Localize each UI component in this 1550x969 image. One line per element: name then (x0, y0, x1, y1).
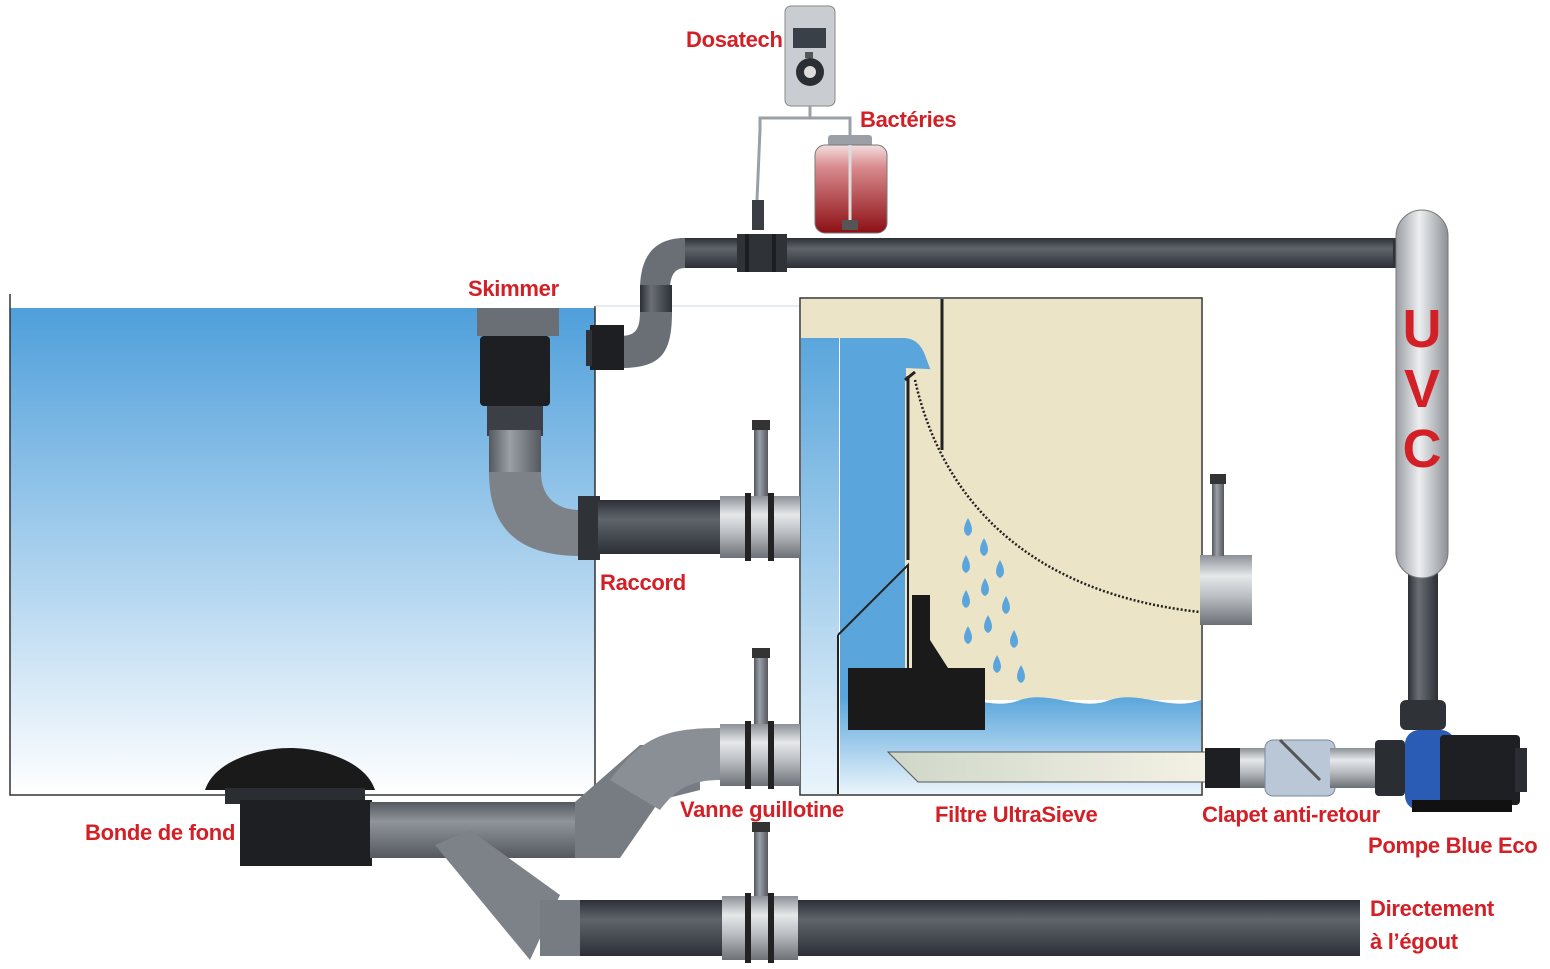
label-pompe-blue-eco: Pompe Blue Eco (1368, 833, 1538, 858)
bacteria-container (814, 135, 888, 234)
pump-blue-eco (1405, 730, 1527, 812)
skimmer-outlet (586, 325, 624, 370)
skimmer (477, 308, 580, 556)
label-filtre-ultrasieve: Filtre UltraSieve (935, 802, 1098, 827)
return-pipe-top (620, 234, 1415, 368)
label-bacteries: Bactéries (860, 107, 957, 132)
label-bonde-de-fond: Bonde de fond (85, 820, 236, 845)
skimmer-pipe (578, 420, 800, 561)
label-a-legout: à l’égout (1370, 929, 1458, 954)
label-skimmer: Skimmer (468, 276, 559, 301)
uvc-letter-u: U (1402, 299, 1442, 359)
uvc-unit (1395, 209, 1449, 730)
filter-waste-valve (1200, 474, 1252, 625)
bottom-drain (205, 748, 375, 866)
pump-line (1205, 738, 1405, 797)
label-directement: Directement (1370, 896, 1494, 921)
dosatech-device (752, 5, 852, 230)
water-droplets (962, 518, 1025, 683)
label-dosatech: Dosatech (686, 27, 783, 52)
uvc-letter-v: V (1403, 359, 1441, 419)
ultrasieve-filter-tank (799, 297, 1207, 796)
label-raccord: Raccord (600, 570, 686, 595)
sewer-pipe (435, 822, 1360, 963)
label-vanne-guillotine: Vanne guillotine (680, 797, 844, 822)
label-clapet-anti-retour: Clapet anti-retour (1202, 802, 1380, 827)
uvc-letter-c: C (1402, 419, 1442, 479)
